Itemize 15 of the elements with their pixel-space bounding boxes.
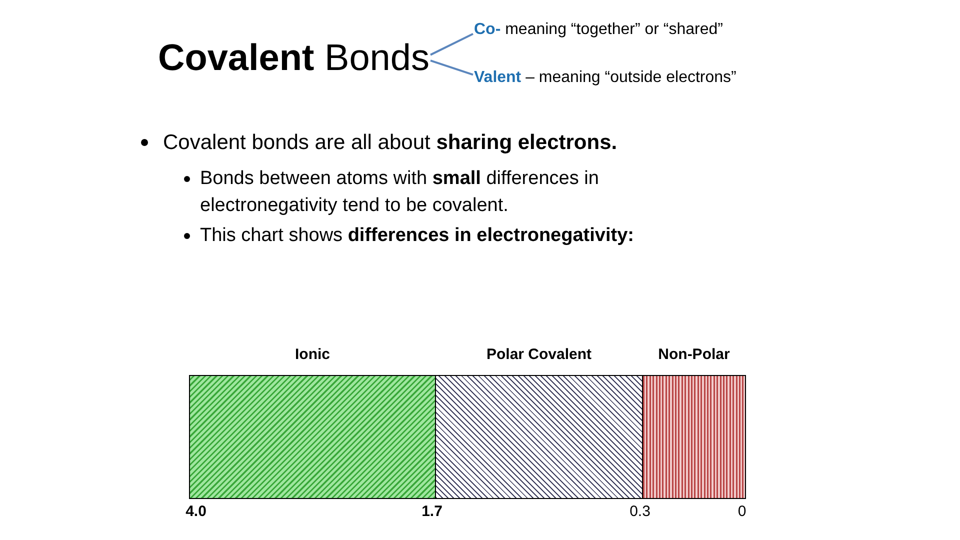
slide-title: Covalent Bonds	[158, 37, 430, 80]
scale-value: 0.3	[630, 503, 650, 521]
bullet-point: Covalent bonds are all about sharing electrons.	[163, 130, 618, 156]
category-label: Non-Polar	[658, 346, 730, 364]
connector-line	[430, 60, 474, 76]
category-label: Polar Covalent	[486, 346, 592, 364]
connector-line	[430, 33, 474, 56]
sub-bullet-point: This chart shows differences in electronegativity:	[200, 224, 635, 248]
scale-value: 4.0	[186, 503, 206, 521]
sub-bullet-point: Bonds between atoms with small differences in electronegativity tend to be covalent.	[200, 167, 600, 218]
definition-text: Valent – meaning “outside electrons”	[474, 68, 736, 88]
scale-value: 0	[738, 503, 746, 521]
definition-text: Co- meaning “together” or “shared”	[474, 20, 723, 40]
category-label: Ionic	[294, 346, 330, 364]
scale-value: 1.7	[422, 503, 442, 521]
